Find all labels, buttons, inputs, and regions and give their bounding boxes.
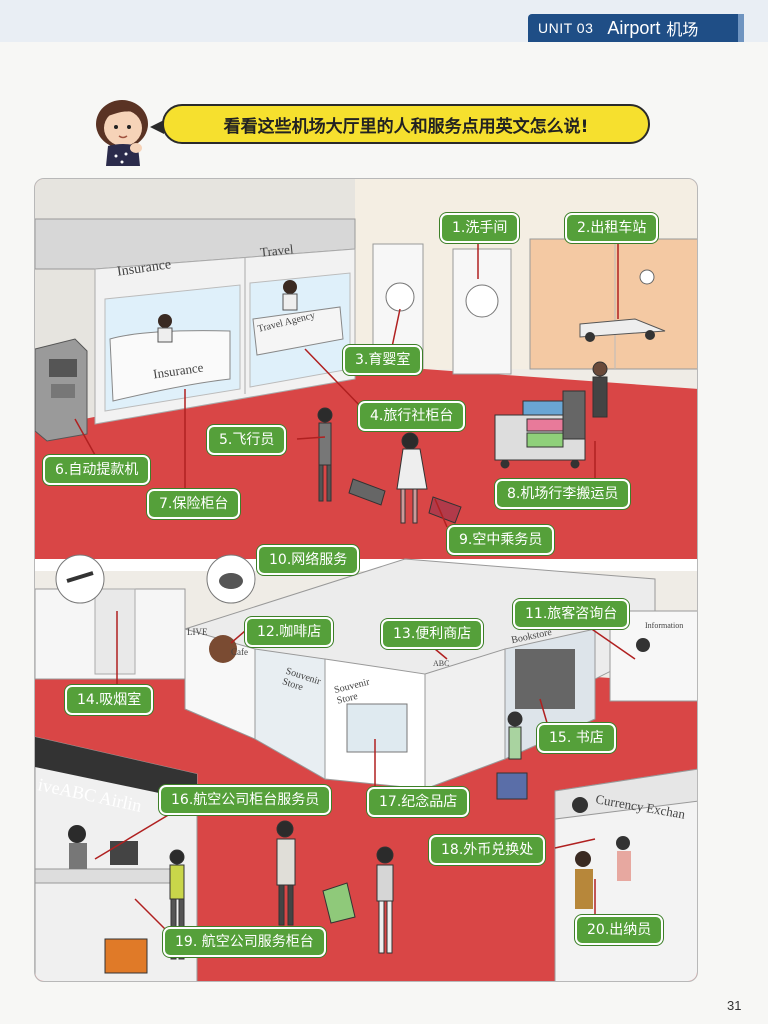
- label-airline-service-counter: 19. 航空公司服务柜台: [163, 927, 326, 957]
- unit-topic: Airport: [607, 17, 661, 38]
- page-number: 31: [727, 998, 742, 1013]
- label-airline-counter-staff: 16.航空公司柜台服务员: [159, 785, 332, 815]
- label-pilot: 5.飞行员: [207, 425, 287, 455]
- sign-live: LIVE: [187, 627, 208, 637]
- label-travel-agency-counter: 4.旅行社柜台: [358, 401, 466, 431]
- unit-tab: UNIT 03 Airport 机场: [528, 14, 744, 42]
- airport-illustration: [35, 179, 697, 981]
- sign-cafe: Cafe: [231, 647, 248, 657]
- label-smoking-room: 14.吸烟室: [65, 685, 154, 715]
- label-insurance-counter: 7.保险柜台: [147, 489, 241, 519]
- label-cafe: 12.咖啡店: [245, 617, 334, 647]
- label-currency-exchange: 18.外币兑换处: [429, 835, 546, 865]
- intro-speech-bubble: 看看这些机场大厅里的人和服务点用英文怎么说!: [150, 104, 650, 144]
- label-internet-service: 10.网络服务: [257, 545, 360, 575]
- intro-text: 看看这些机场大厅里的人和服务点用英文怎么说!: [223, 116, 589, 137]
- label-information-desk: 11.旅客咨询台: [513, 599, 630, 629]
- label-porter: 8.机场行李搬运员: [495, 479, 631, 509]
- label-nursery-room: 3.育婴室: [343, 345, 423, 375]
- label-souvenir-shop: 17.纪念品店: [367, 787, 470, 817]
- unit-topic-cn: 机场: [666, 22, 699, 39]
- label-taxi-stand: 2.出租车站: [565, 213, 659, 243]
- label-restroom: 1.洗手间: [440, 213, 520, 243]
- label-flight-attendant: 9.空中乘务员: [447, 525, 555, 555]
- unit-number: UNIT 03: [538, 20, 594, 36]
- label-cashier: 20.出纳员: [575, 915, 664, 945]
- label-convenience-store: 13.便利商店: [381, 619, 484, 649]
- label-atm: 6.自动提款机: [43, 455, 151, 485]
- sign-information: Information: [645, 621, 684, 630]
- airport-scene: Insurance Travel Travel Agency Insurance…: [34, 178, 698, 982]
- girl-character-icon: [96, 100, 148, 166]
- sign-abc: ABC: [433, 659, 450, 668]
- label-bookstore: 15. 书店: [537, 723, 616, 753]
